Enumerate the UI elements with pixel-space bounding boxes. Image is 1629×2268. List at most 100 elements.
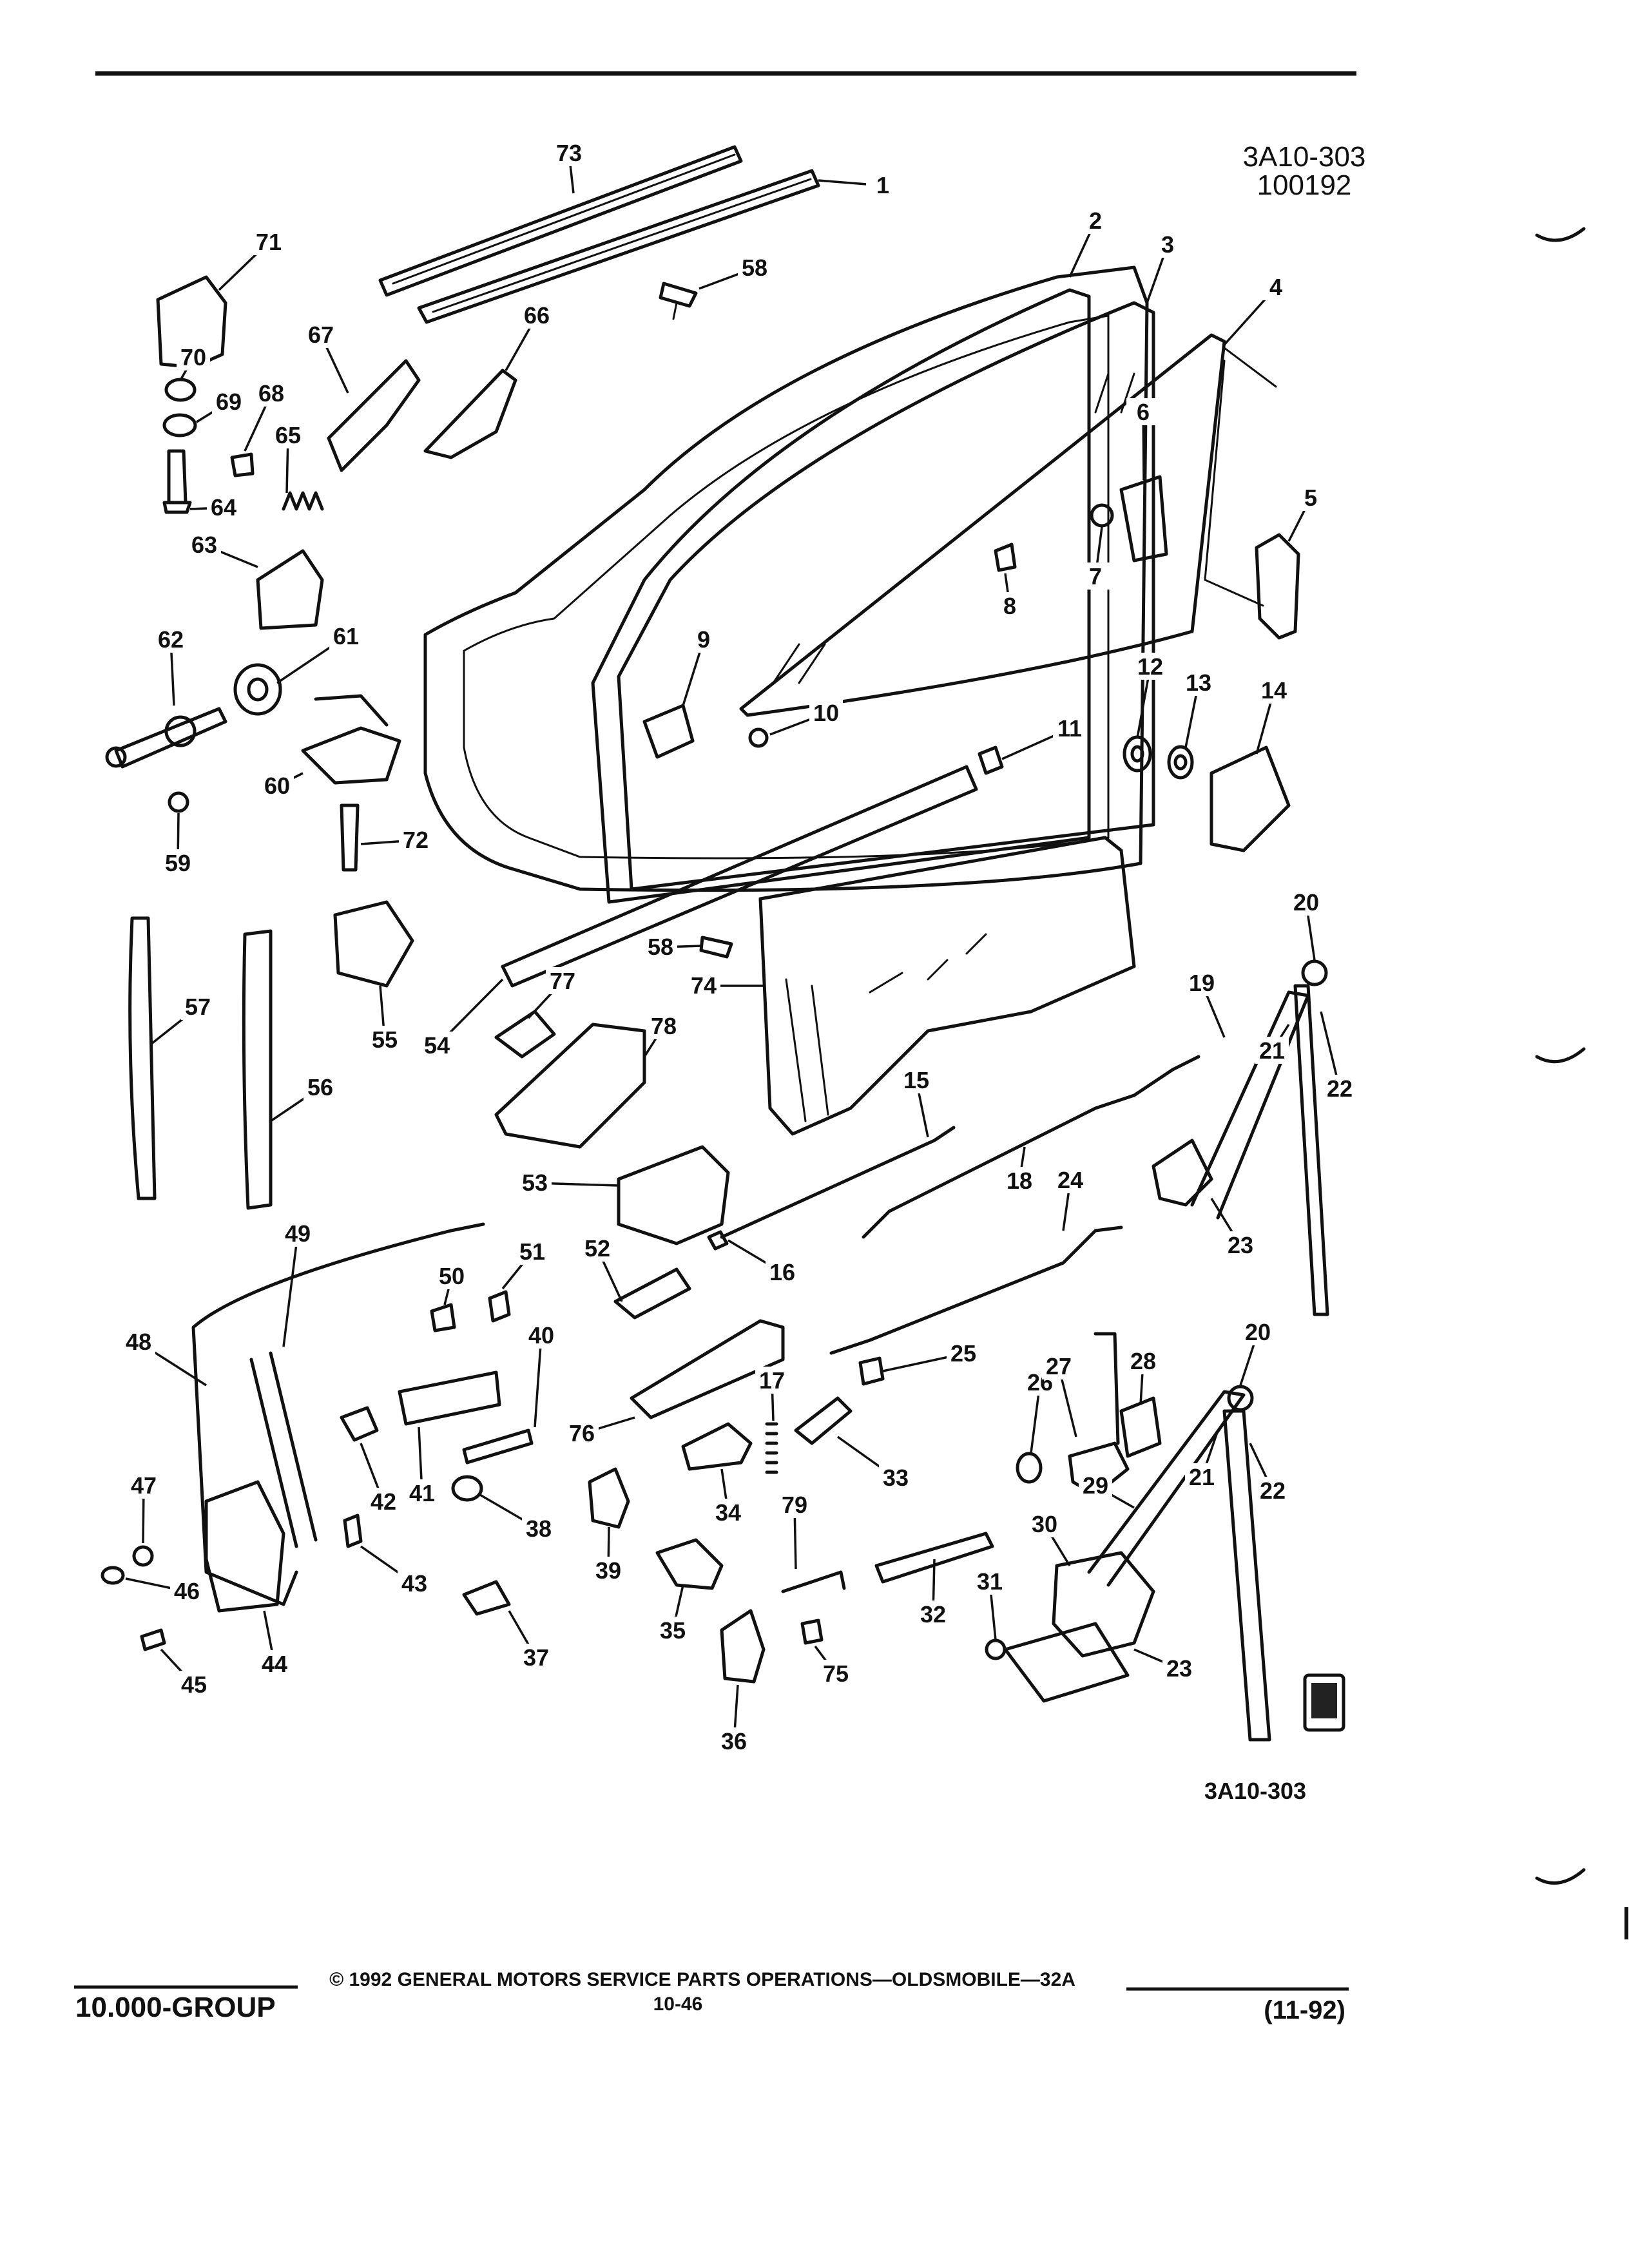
- callout-bg-53: [518, 1169, 552, 1196]
- part-24-rod: [829, 1225, 1123, 1355]
- callout-16: 16: [769, 1259, 795, 1285]
- footer-group: 10.000-GROUP: [75, 1992, 276, 2023]
- part-64-bolt: [162, 449, 192, 514]
- callout-bg-58: [644, 933, 677, 960]
- callout-bg-65: [271, 421, 305, 448]
- part-22-rail-top: [1293, 984, 1329, 1316]
- callout-43: 43: [401, 1570, 427, 1597]
- part-62-check-link: [105, 707, 227, 769]
- part-4-glass-shading: [772, 372, 1135, 684]
- callout-bg-12: [1133, 653, 1167, 680]
- part-36-latch: [720, 1609, 766, 1684]
- part-3-weatherstrip: [617, 301, 1155, 891]
- callout-21: 21: [1189, 1464, 1215, 1490]
- header-date-code: 100192: [1257, 169, 1352, 201]
- figure-code: 3A10-303: [1204, 1778, 1306, 1804]
- callout-bg-28: [1126, 1347, 1160, 1374]
- part-51-clip: [488, 1290, 511, 1323]
- callout-bg-20: [1241, 1318, 1275, 1345]
- callout-15: 15: [903, 1067, 929, 1093]
- callout-49: 49: [285, 1220, 311, 1247]
- callout-58: 58: [742, 255, 767, 281]
- callout-73: 73: [556, 140, 582, 166]
- part-68-grommet: [230, 452, 255, 477]
- part-73-run-channel: [378, 145, 743, 297]
- callout-bg-14: [1257, 677, 1291, 704]
- callout-bg-22: [1323, 1075, 1356, 1102]
- callout-bg-69: [212, 388, 246, 415]
- parts-illustration: [101, 145, 1345, 1742]
- callout-25: 25: [950, 1340, 976, 1367]
- callout-bg-37: [519, 1644, 553, 1671]
- callout-1: 1: [876, 172, 889, 198]
- part-19-regulator-tape: [1190, 990, 1310, 1220]
- callout-4: 4: [1269, 274, 1282, 300]
- callout-56: 56: [307, 1074, 333, 1100]
- callout-9: 9: [697, 626, 710, 653]
- margin-mark: [1535, 1868, 1586, 1885]
- callout-bg-57: [181, 993, 215, 1020]
- part-10-grommet: [748, 727, 769, 748]
- door-lower-frame: [191, 1222, 485, 1606]
- callout-bg-41: [405, 1479, 439, 1506]
- callout-bg-40: [525, 1321, 558, 1349]
- callout-28: 28: [1130, 1348, 1156, 1374]
- part-23-regulator-motor-top: [1152, 1139, 1213, 1207]
- part-28-bracket: [1119, 1396, 1162, 1458]
- part-5-sash-plate: [1255, 533, 1300, 640]
- callout-bg-15: [900, 1066, 933, 1093]
- callout-50: 50: [439, 1263, 465, 1289]
- callout-2: 2: [1089, 207, 1102, 234]
- callout-5: 5: [1304, 485, 1317, 511]
- part-20-pulley-lower: [1227, 1385, 1254, 1412]
- callout-52: 52: [584, 1235, 610, 1262]
- callout-18: 18: [1007, 1168, 1032, 1194]
- callout-bg-73: [552, 139, 586, 166]
- callout-bg-76: [565, 1419, 599, 1446]
- part-63-bracket: [256, 549, 324, 630]
- callout-60: 60: [264, 773, 290, 799]
- callout-23: 23: [1166, 1655, 1192, 1682]
- callout-45: 45: [181, 1671, 207, 1698]
- part-76-guide: [630, 1319, 785, 1419]
- callout-bg-56: [304, 1073, 337, 1100]
- callout-30: 30: [1032, 1511, 1057, 1537]
- callout-bg-23: [1224, 1231, 1257, 1258]
- callout-19: 19: [1189, 970, 1215, 996]
- part-41-handle: [398, 1370, 501, 1426]
- callout-54: 54: [424, 1032, 450, 1059]
- callout-33: 33: [883, 1465, 909, 1491]
- callout-bg-77: [546, 967, 579, 994]
- part-1-run-channel: [417, 169, 820, 324]
- callout-74: 74: [691, 972, 717, 999]
- margin-mark: [1535, 227, 1586, 242]
- part-78-water-deflector: [494, 1023, 646, 1149]
- callout-27: 27: [1046, 1353, 1072, 1379]
- part-40-pad: [462, 1428, 534, 1465]
- callout-21: 21: [1259, 1037, 1285, 1064]
- part-20-pulley-top: [1301, 959, 1328, 986]
- part-9-bracket: [642, 704, 695, 759]
- callout-bg-52: [581, 1235, 614, 1262]
- callout-bg-10: [809, 699, 843, 726]
- callout-29: 29: [1083, 1472, 1108, 1499]
- callout-bg-55: [368, 1026, 401, 1053]
- footer-copyright: © 1992 GENERAL MOTORS SERVICE PARTS OPER…: [329, 1969, 1075, 1990]
- footer-page-number: 10-46: [653, 1994, 703, 2015]
- callout-72: 72: [403, 827, 429, 853]
- callout-bg-61: [329, 622, 363, 649]
- part-4-5-leader: [1204, 347, 1277, 607]
- callout-bg-39: [592, 1557, 625, 1584]
- part-17-spring: [765, 1422, 778, 1474]
- callout-bg-64: [207, 494, 240, 521]
- part-59-nut: [168, 791, 189, 813]
- part-79-rod: [781, 1570, 846, 1593]
- callout-23: 23: [1228, 1232, 1253, 1258]
- callout-22: 22: [1327, 1075, 1353, 1102]
- callout-bg-74: [687, 972, 720, 999]
- part-37-clip: [462, 1580, 511, 1616]
- callout-6: 6: [1137, 399, 1150, 425]
- callout-bg-11: [1053, 715, 1086, 742]
- part-65-spring: [282, 491, 324, 511]
